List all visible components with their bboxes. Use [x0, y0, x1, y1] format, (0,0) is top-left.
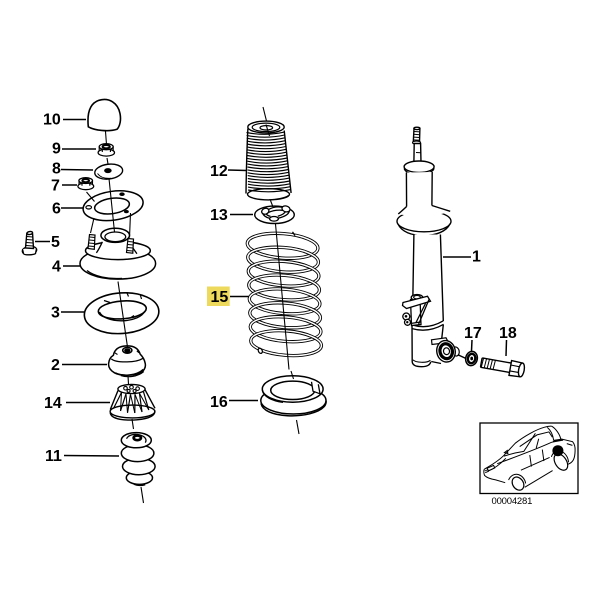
svg-text:17: 17 — [464, 325, 482, 342]
svg-text:9: 9 — [52, 141, 61, 158]
svg-text:13: 13 — [210, 207, 228, 224]
svg-text:14: 14 — [44, 395, 62, 412]
svg-text:11: 11 — [45, 448, 62, 465]
svg-text:4: 4 — [52, 259, 61, 276]
svg-text:7: 7 — [51, 178, 60, 195]
svg-text:15: 15 — [211, 289, 229, 306]
svg-text:6: 6 — [52, 201, 61, 218]
svg-text:16: 16 — [210, 394, 228, 411]
svg-text:1: 1 — [472, 249, 481, 266]
svg-text:10: 10 — [43, 112, 61, 129]
svg-text:8: 8 — [52, 161, 61, 178]
svg-text:18: 18 — [499, 325, 517, 342]
svg-text:12: 12 — [210, 163, 228, 180]
svg-text:5: 5 — [51, 234, 60, 251]
svg-text:2: 2 — [51, 357, 60, 374]
svg-text:00004281: 00004281 — [492, 496, 533, 507]
svg-text:3: 3 — [51, 305, 60, 322]
